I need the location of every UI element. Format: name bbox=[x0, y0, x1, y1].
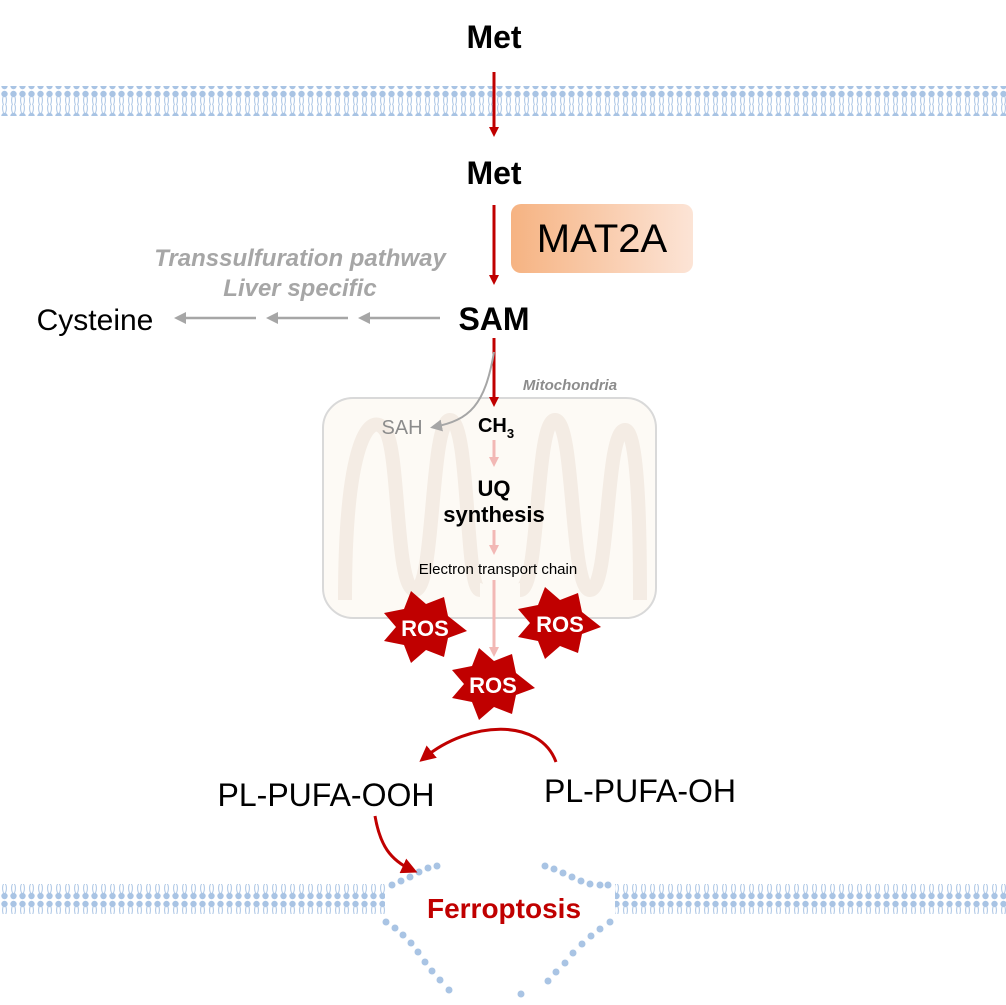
ch3-label: CH3 bbox=[478, 415, 514, 441]
etc-label: Electron transport chain bbox=[419, 561, 577, 578]
bottom-membrane-left bbox=[0, 884, 385, 914]
ros-star-left bbox=[384, 591, 467, 663]
sah-label: SAH bbox=[381, 417, 422, 439]
pl-pufa-ooh-label: PL-PUFA-OOH bbox=[218, 777, 435, 813]
uq-label-line2: synthesis bbox=[443, 502, 545, 527]
top-membrane bbox=[0, 86, 1006, 116]
cysteine-label: Cysteine bbox=[37, 304, 154, 337]
uq-label-line1: UQ bbox=[478, 476, 511, 501]
arrow-sam-to-sah bbox=[430, 351, 495, 432]
bottom-membrane-right bbox=[615, 884, 1006, 914]
mitochondria-label: Mitochondria bbox=[523, 377, 617, 394]
mitochondrion bbox=[322, 397, 657, 619]
pl-pufa-oh-label: PL-PUFA-OH bbox=[544, 773, 736, 809]
met-inside-label: Met bbox=[466, 155, 521, 191]
ros-bottom-label: ROS bbox=[469, 673, 517, 698]
met-outside-label: Met bbox=[466, 19, 521, 55]
pathway-label-line1: Transsulfuration pathway bbox=[154, 245, 447, 272]
mat2a-box bbox=[511, 204, 693, 273]
arrow-oh-to-ooh bbox=[419, 727, 558, 763]
ch3-text: CH bbox=[478, 415, 507, 437]
arrow-ooh-to-ferroptosis bbox=[373, 815, 418, 874]
mat2a-label: MAT2A bbox=[537, 217, 668, 261]
broken-membrane-fragments bbox=[382, 862, 614, 998]
ros-star-bottom bbox=[452, 648, 535, 720]
ros-left-label: ROS bbox=[401, 616, 449, 641]
sam-label: SAM bbox=[458, 301, 529, 337]
ch3-subscript: 3 bbox=[507, 426, 514, 441]
ros-star-right bbox=[518, 587, 601, 659]
pathway-label-line2: Liver specific bbox=[223, 275, 376, 302]
ros-right-label: ROS bbox=[536, 612, 584, 637]
ferroptosis-label: Ferroptosis bbox=[427, 893, 581, 924]
